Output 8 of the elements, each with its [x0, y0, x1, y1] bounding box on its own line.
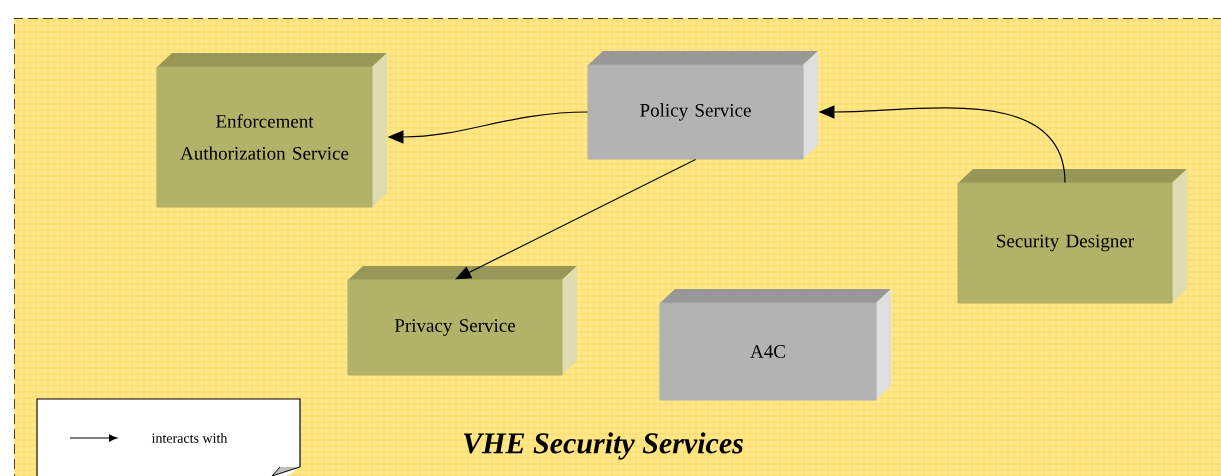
block-box: A4C — [659, 289, 891, 401]
block-box: Enforcement Authorization Service — [156, 53, 387, 208]
legend-label: interacts with — [151, 433, 228, 443]
block-box: Security Designer — [957, 169, 1187, 304]
block-box: Policy Service — [587, 51, 818, 160]
arrow — [455, 158, 697, 280]
title: VHE Security Services — [463, 432, 743, 460]
block-box: Privacy Service — [347, 266, 577, 376]
